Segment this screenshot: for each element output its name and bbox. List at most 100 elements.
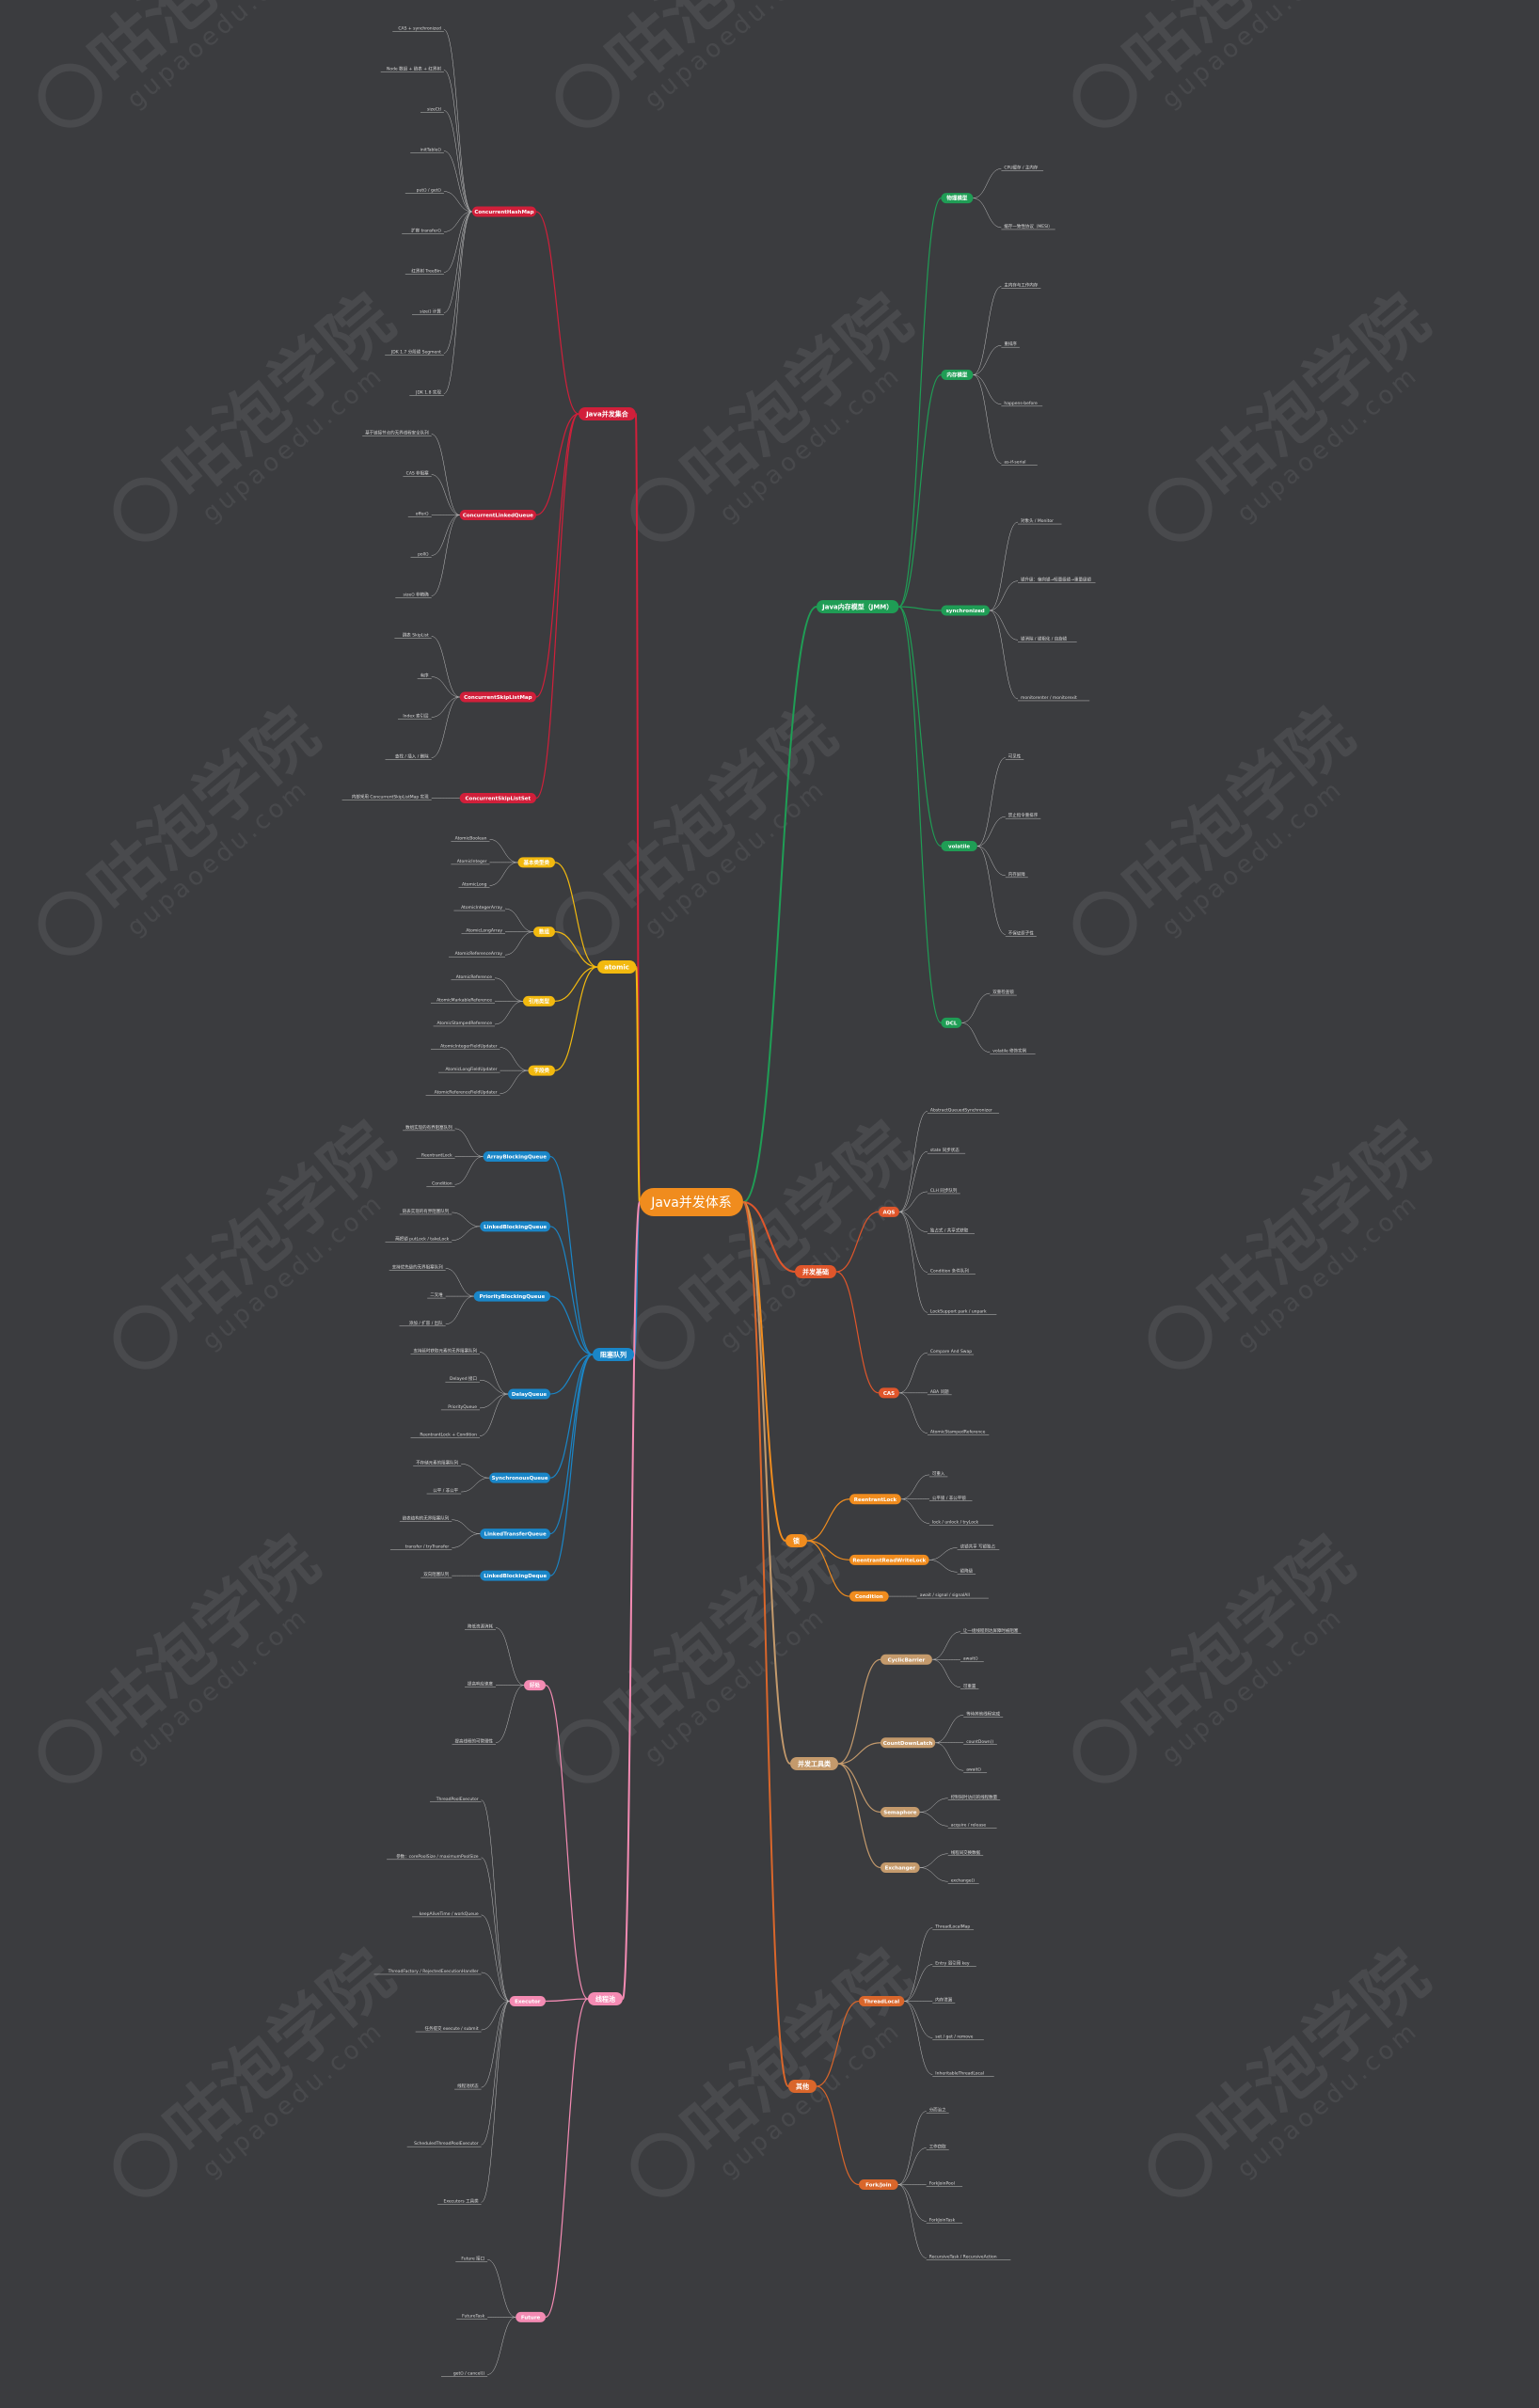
- subtopic-jmm-1[interactable]: 内存模型: [941, 370, 974, 380]
- leaf-node[interactable]: AtomicReferenceFieldUpdater: [425, 1090, 500, 1096]
- subtopic-concurrency-base-1[interactable]: CAS: [879, 1387, 899, 1399]
- subtopic-blocking-4[interactable]: SynchronousQueue: [489, 1472, 550, 1483]
- subtopic-collections-1[interactable]: ConcurrentLinkedQueue: [459, 510, 536, 520]
- leaf-node[interactable]: await / signal / signalAll: [916, 1592, 989, 1599]
- leaf-node[interactable]: Delayed 接口: [445, 1375, 480, 1383]
- leaf-node[interactable]: ThreadPoolExecutor: [430, 1797, 482, 1802]
- leaf-node[interactable]: await(): [963, 1766, 988, 1773]
- subtopic-other-1[interactable]: Fork/Join: [859, 2179, 898, 2190]
- leaf-node[interactable]: Future 接口: [455, 2255, 488, 2262]
- leaf-node[interactable]: put() / get(): [405, 188, 444, 194]
- leaf-node[interactable]: 锁消除 / 锁粗化 / 自旋锁: [1018, 635, 1077, 642]
- subtopic-jmm-4[interactable]: DCL: [941, 1017, 962, 1028]
- leaf-node[interactable]: lock / unlock / tryLock: [928, 1520, 993, 1526]
- leaf-node[interactable]: 红黑树 TreeBin: [405, 268, 444, 275]
- subtopic-threadpool-0[interactable]: 好处: [524, 1680, 546, 1691]
- leaf-node[interactable]: as-if-serial: [1001, 459, 1038, 466]
- leaf-node[interactable]: 数组实现的有界阻塞队列: [403, 1124, 455, 1132]
- branch-threadpool[interactable]: 线程池: [588, 1992, 623, 2005]
- leaf-node[interactable]: 公平锁 / 非公平锁: [928, 1495, 973, 1501]
- leaf-node[interactable]: CLH 同步队列: [927, 1187, 960, 1195]
- leaf-node[interactable]: 控制同时访问的线程数量: [947, 1794, 1001, 1800]
- subtopic-atomic-2[interactable]: 引用类型: [523, 995, 555, 1006]
- leaf-node[interactable]: FutureTask: [456, 2313, 488, 2320]
- leaf-node[interactable]: 独占式 / 共享式获取: [927, 1228, 975, 1234]
- leaf-node[interactable]: volatile 修饰实例: [990, 1048, 1036, 1054]
- leaf-node[interactable]: 双重检查锁: [990, 989, 1017, 996]
- leaf-node[interactable]: 参数：corePoolSize / maximumPoolSize: [387, 1853, 482, 1861]
- subtopic-other-0[interactable]: ThreadLocal: [859, 1996, 905, 2006]
- leaf-node[interactable]: AtomicReference: [451, 974, 496, 981]
- leaf-node[interactable]: poll(): [410, 552, 432, 558]
- leaf-node[interactable]: 链表结构的无界阻塞队列: [399, 1515, 452, 1522]
- leaf-node[interactable]: InheritableThreadLocal: [932, 2071, 994, 2077]
- subtopic-threadpool-1[interactable]: Executor: [509, 1996, 546, 2006]
- subtopic-blocking-5[interactable]: LinkedTransferQueue: [480, 1529, 550, 1540]
- leaf-node[interactable]: 读锁共享 写锁独占: [957, 1543, 1000, 1550]
- leaf-node[interactable]: 内存屏障: [1005, 871, 1028, 879]
- subtopic-atomic-0[interactable]: 基本类型类: [517, 857, 556, 868]
- leaf-node[interactable]: ReentrantLock: [416, 1153, 455, 1159]
- leaf-node[interactable]: size() 计算: [412, 309, 444, 315]
- leaf-node[interactable]: 提高响应速度: [465, 1681, 496, 1687]
- leaf-node[interactable]: initTable(): [410, 148, 444, 153]
- leaf-node[interactable]: Node 数组 + 链表 + 红黑树: [380, 66, 444, 72]
- subtopic-jmm-3[interactable]: volatile: [941, 841, 977, 851]
- leaf-node[interactable]: ForkJoinTask: [926, 2218, 963, 2224]
- leaf-node[interactable]: 二叉堆: [427, 1291, 446, 1299]
- leaf-node[interactable]: AtomicLong: [458, 881, 490, 888]
- subtopic-collections-3[interactable]: ConcurrentSkipListSet: [459, 793, 536, 803]
- branch-other[interactable]: 其他: [788, 2080, 817, 2093]
- leaf-node[interactable]: 可重入: [928, 1470, 948, 1478]
- subtopic-collections-0[interactable]: ConcurrentHashMap: [471, 206, 536, 217]
- leaf-node[interactable]: Condition 条件队列: [927, 1268, 976, 1275]
- leaf-node[interactable]: 锁升级：偏向锁→轻量级锁→重量级锁: [1018, 577, 1096, 583]
- leaf-node[interactable]: await(): [960, 1656, 984, 1662]
- leaf-node[interactable]: size() 非精确: [395, 592, 432, 598]
- leaf-node[interactable]: AtomicIntegerFieldUpdater: [431, 1044, 500, 1050]
- leaf-node[interactable]: Entry 弱引用 key: [932, 1960, 976, 1967]
- leaf-node[interactable]: RecursiveTask / RecursiveAction: [926, 2255, 1011, 2260]
- leaf-node[interactable]: CAS 非阻塞: [403, 470, 432, 477]
- leaf-node[interactable]: AtomicInteger: [451, 859, 490, 865]
- leaf-node[interactable]: AtomicLongFieldUpdater: [438, 1067, 500, 1073]
- leaf-node[interactable]: 支持优先级的无界阻塞队列: [389, 1263, 446, 1271]
- leaf-node[interactable]: 线程间交换数据: [947, 1849, 984, 1856]
- subtopic-blocking-0[interactable]: ArrayBlockingQueue: [483, 1151, 550, 1163]
- leaf-node[interactable]: monitorenter / monitorexit: [1018, 695, 1090, 702]
- branch-jmm[interactable]: Java内存模型（JMM）: [817, 600, 899, 613]
- leaf-node[interactable]: ScheduledThreadPoolExecutor: [406, 2141, 482, 2147]
- leaf-node[interactable]: transfer / tryTransfer: [389, 1544, 452, 1550]
- leaf-node[interactable]: 任务提交 execute / submit: [415, 2025, 482, 2033]
- subtopic-tools-1[interactable]: CountDownLatch: [881, 1737, 936, 1749]
- leaf-node[interactable]: 提高线程的可管理性: [452, 1738, 497, 1745]
- leaf-node[interactable]: AbstractQueuedSynchronizer: [927, 1107, 1000, 1114]
- branch-lock[interactable]: 锁: [785, 1534, 807, 1547]
- subtopic-atomic-1[interactable]: 数组: [533, 927, 555, 938]
- leaf-node[interactable]: AtomicStampedReference: [927, 1430, 990, 1435]
- leaf-node[interactable]: 主内存与工作内存: [1001, 282, 1041, 289]
- leaf-node[interactable]: acquire / release: [947, 1822, 997, 1829]
- leaf-node[interactable]: countDown(): [963, 1739, 997, 1745]
- leaf-node[interactable]: AtomicBoolean: [451, 835, 490, 842]
- leaf-node[interactable]: ReentrantLock + Condition: [410, 1433, 481, 1438]
- leaf-node[interactable]: 对象头 / Monitor: [1018, 517, 1062, 525]
- leaf-node[interactable]: 锁降级: [957, 1567, 976, 1575]
- leaf-node[interactable]: 工作窃取: [926, 2144, 949, 2150]
- leaf-node[interactable]: 基于链接节点的无界线程安全队列: [362, 430, 432, 436]
- leaf-node[interactable]: ABA 问题: [927, 1388, 952, 1396]
- leaf-node[interactable]: set / get / remove: [932, 2035, 984, 2040]
- subtopic-blocking-2[interactable]: PriorityBlockingQueue: [473, 1291, 550, 1302]
- subtopic-concurrency-base-0[interactable]: AQS: [879, 1206, 899, 1217]
- leaf-node[interactable]: 内存泄漏: [932, 1997, 956, 2004]
- leaf-node[interactable]: 分而治之: [926, 2107, 949, 2114]
- leaf-node[interactable]: 支持延时获取元素的无界阻塞队列: [410, 1348, 481, 1354]
- leaf-node[interactable]: 链表实现的有界阻塞队列: [399, 1208, 452, 1215]
- leaf-node[interactable]: 可重置: [960, 1683, 979, 1689]
- subtopic-tools-2[interactable]: Semaphore: [881, 1807, 920, 1817]
- leaf-node[interactable]: 内部采用 ConcurrentSkipListMap 实现: [341, 794, 432, 800]
- leaf-node[interactable]: JDK 1.7 分段锁 Segment: [385, 349, 444, 356]
- leaf-node[interactable]: Condition: [426, 1180, 455, 1187]
- leaf-node[interactable]: ThreadFactory / RejectedExecutionHandler: [373, 1969, 482, 1975]
- leaf-node[interactable]: sizeCtl: [420, 107, 444, 113]
